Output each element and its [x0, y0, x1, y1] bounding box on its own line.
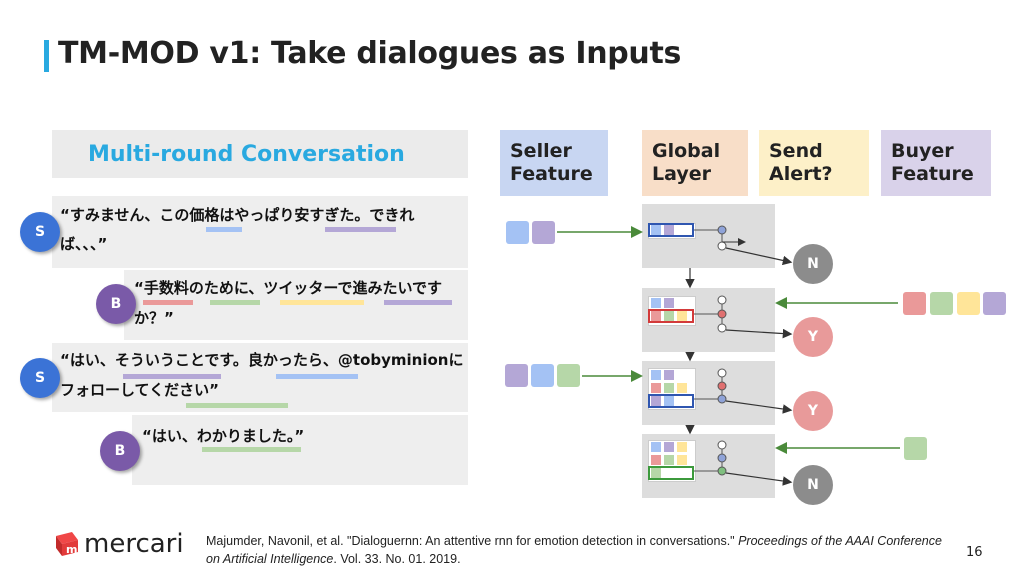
underline-twitter-yellow	[280, 300, 364, 305]
buyer-feature-chip-green	[904, 437, 927, 460]
seller-feature-chip-purple	[505, 364, 528, 387]
column-header-buyer: Buyer Feature	[881, 130, 991, 196]
memory-cell	[651, 370, 661, 380]
alert-output-node-4: N	[793, 465, 833, 505]
rnn-node	[717, 466, 727, 476]
buyer-feature-chip-purple	[983, 292, 1006, 315]
seller-feature-chip-blue	[531, 364, 554, 387]
rnn-node	[717, 241, 727, 251]
buyer-feature-chip-green	[930, 292, 953, 315]
rnn-node	[717, 225, 727, 235]
alert-output-node-2: Y	[793, 317, 833, 357]
slide-title: TM-MOD v1: Take dialogues as Inputs	[58, 36, 682, 71]
speaker-avatar-buyer: B	[96, 284, 136, 324]
underline-understood-green	[202, 447, 301, 452]
underline-price-blue	[206, 227, 242, 232]
memory-cell	[651, 396, 661, 406]
memory-cell	[677, 383, 687, 393]
citation-authors: Majumder, Navonil, et al. "Dialoguernn: …	[206, 534, 735, 548]
memory-cell	[664, 455, 674, 465]
buyer-feature-chip-yellow	[957, 292, 980, 315]
memory-cell	[677, 442, 687, 452]
column-header-global: Global Layer	[642, 130, 748, 196]
buyer-feature-chip-red	[903, 292, 926, 315]
memory-cell	[664, 442, 674, 452]
memory-cell	[664, 311, 674, 321]
column-header-send-text: Send Alert?	[769, 140, 833, 185]
memory-cell	[651, 383, 661, 393]
rnn-node	[717, 394, 727, 404]
underline-proceed-purple	[384, 300, 452, 305]
rnn-node	[717, 309, 727, 319]
alert-output-node-1: N	[793, 244, 833, 284]
citation: Majumder, Navonil, et al. "Dialoguernn: …	[206, 532, 946, 568]
page-number: 16	[966, 545, 983, 560]
message-4-line-1: “はい、わかりました。”	[142, 427, 305, 445]
message-1-line-1: “すみません、この価格はやっぱり安すぎた。できれ	[60, 206, 415, 224]
column-header-buyer-text: Buyer Feature	[891, 140, 974, 185]
message-box-1	[52, 196, 468, 268]
rnn-node	[717, 453, 727, 463]
speaker-avatar-buyer: B	[100, 431, 140, 471]
message-box-3	[52, 343, 468, 412]
message-box-2	[124, 270, 468, 340]
memory-cell	[664, 370, 674, 380]
column-header-seller: Seller Feature	[500, 130, 608, 196]
memory-grid-4-outline	[648, 466, 694, 480]
memory-cell	[677, 311, 687, 321]
message-1-line-2: ば、、、”	[60, 235, 108, 253]
underline-that-purple	[123, 374, 221, 379]
rnn-node	[717, 323, 727, 333]
memory-grid-2-outline	[648, 309, 694, 323]
seller-feature-chip-green	[557, 364, 580, 387]
mercari-box-icon: m	[50, 528, 80, 558]
memory-cell	[651, 455, 661, 465]
rnn-node	[717, 440, 727, 450]
underline-handle-blue	[276, 374, 358, 379]
memory-cell	[651, 442, 661, 452]
rnn-node	[717, 295, 727, 305]
memory-cell	[651, 311, 661, 321]
memory-cell	[664, 225, 674, 235]
message-2-line-2: か？”	[134, 309, 174, 327]
title-accent-bar	[44, 40, 49, 72]
rnn-node	[717, 368, 727, 378]
alert-output-node-3: Y	[793, 391, 833, 431]
speaker-avatar-seller: S	[20, 358, 60, 398]
message-3-line-1: “はい、そういうことです。良かったら、@tobyminionに	[60, 351, 464, 369]
seller-feature-chip-purple	[532, 221, 555, 244]
underline-cheap-purple	[325, 227, 396, 232]
citation-rest: . Vol. 33. No. 01. 2019.	[333, 552, 461, 566]
seller-feature-chip-blue	[506, 221, 529, 244]
underline-for-green	[210, 300, 260, 305]
rnn-node	[717, 381, 727, 391]
mercari-box-mark: m	[66, 543, 77, 556]
memory-cell	[677, 455, 687, 465]
memory-cell	[664, 383, 674, 393]
memory-cell	[651, 468, 661, 478]
memory-cell	[651, 225, 661, 235]
message-3-line-2: フォローしてください”	[60, 381, 219, 399]
conversation-header: Multi-round Conversation	[52, 130, 468, 178]
underline-follow-green	[186, 403, 288, 408]
memory-grid-1-outline	[648, 223, 694, 237]
column-header-seller-text: Seller Feature	[510, 140, 593, 185]
column-header-global-text: Global Layer	[652, 140, 721, 185]
mercari-logo-text: mercari	[84, 529, 184, 559]
message-2-line-1: “手数料のために、ツイッターで進みたいです	[134, 279, 443, 297]
memory-cell	[651, 298, 661, 308]
speaker-avatar-seller: S	[20, 212, 60, 252]
column-header-send: Send Alert?	[759, 130, 869, 196]
memory-grid-3-outline	[648, 394, 694, 408]
memory-cell	[664, 396, 674, 406]
memory-cell	[664, 298, 674, 308]
citation-venue: Proceedings of the AAAI Conference on Ar…	[206, 534, 942, 566]
underline-fee-red	[143, 300, 193, 305]
